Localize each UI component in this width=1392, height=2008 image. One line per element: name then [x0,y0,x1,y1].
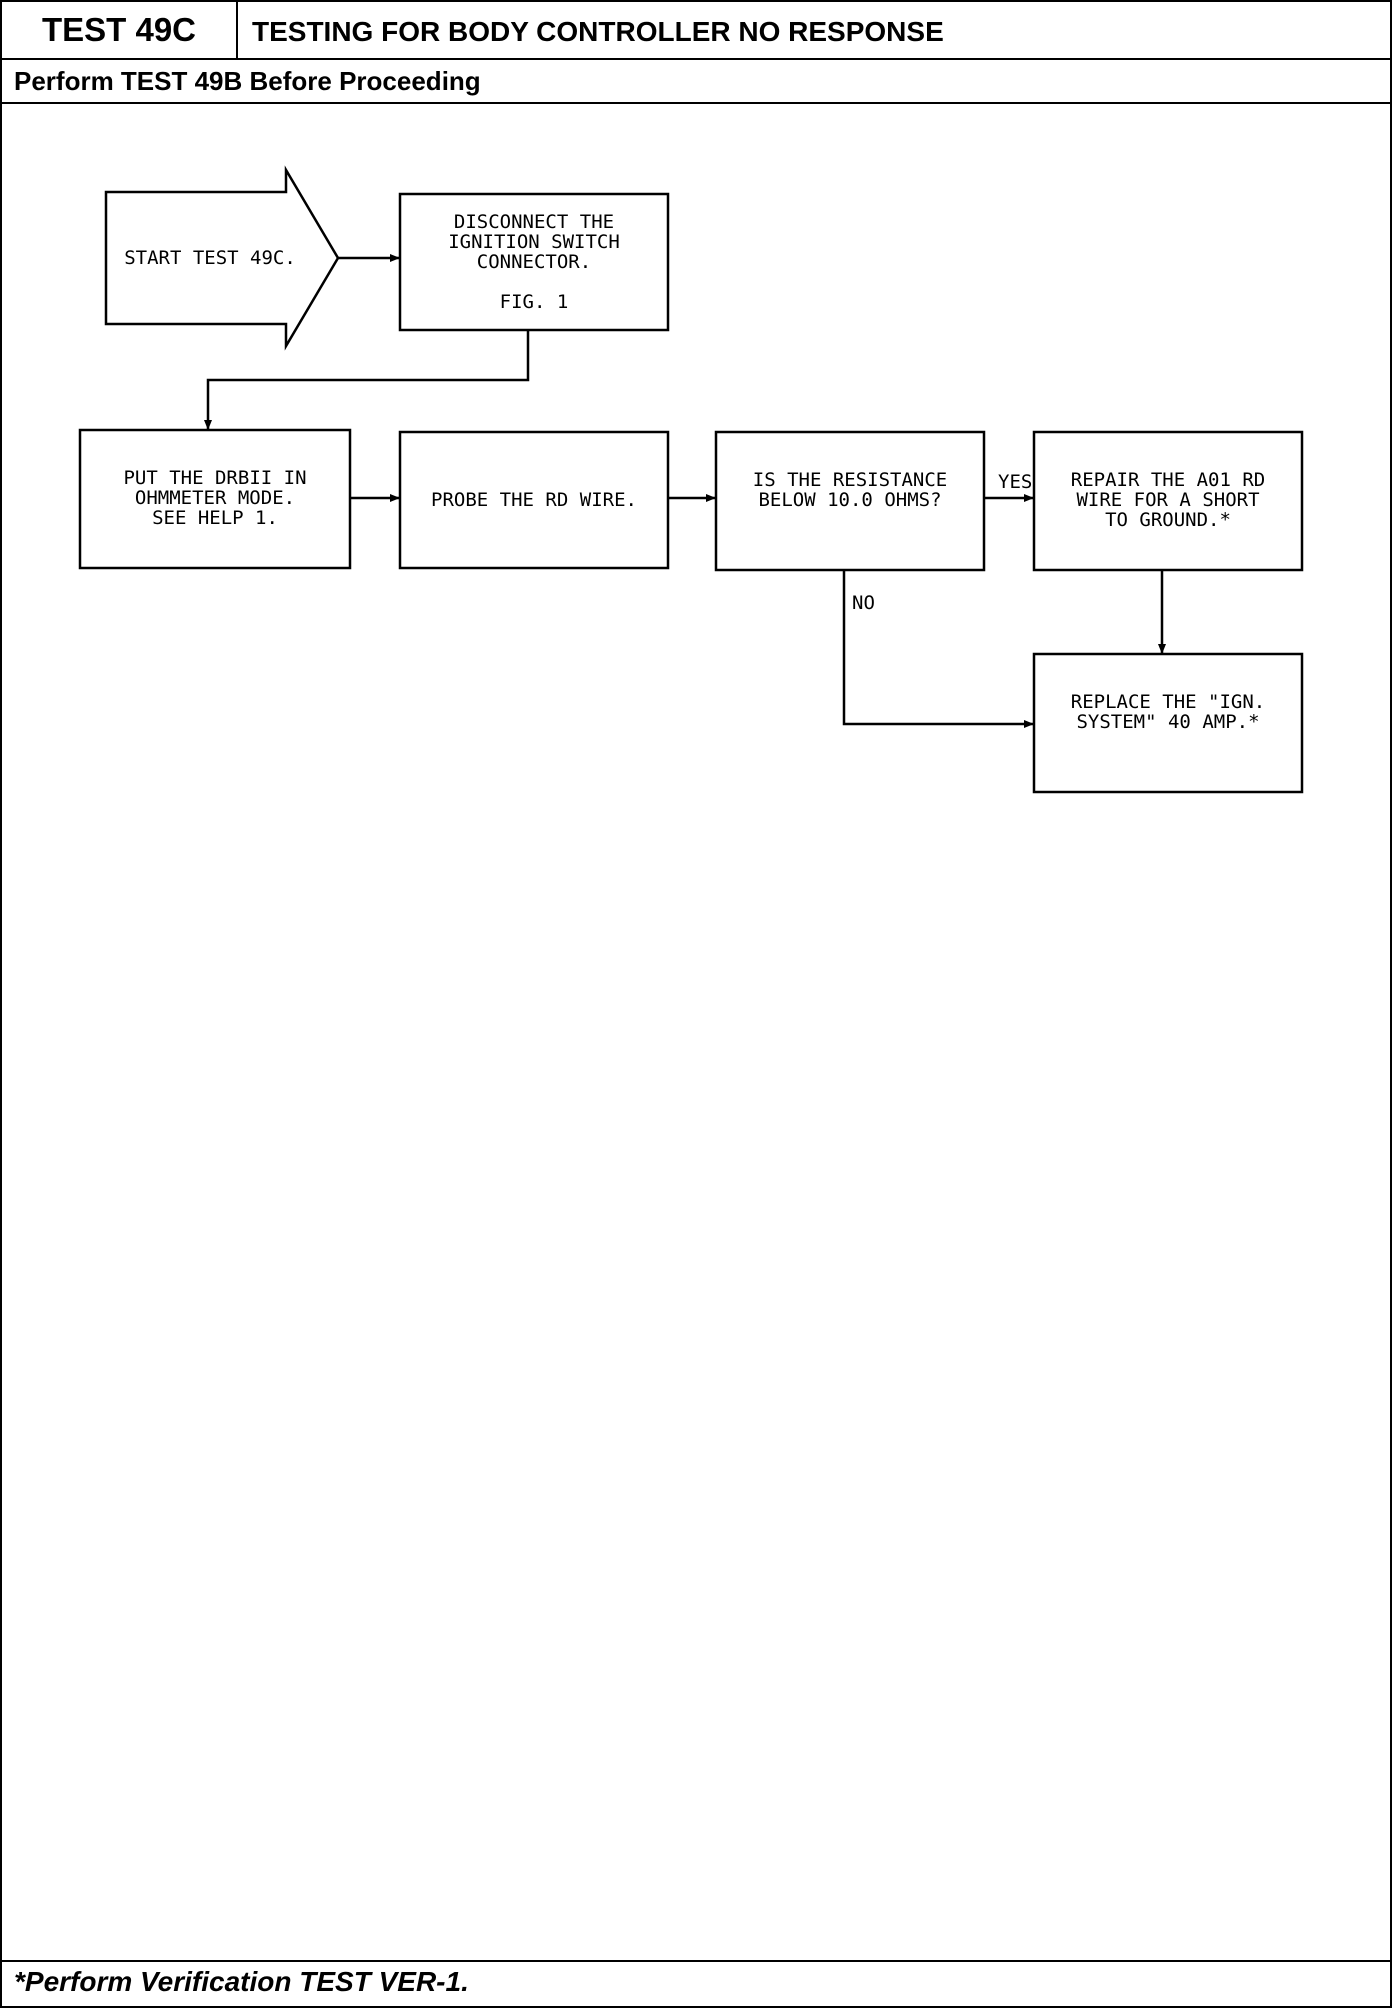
step-probe-text: PROBE THE RD WIRE. [431,489,637,511]
step-repair-box [1032,430,1304,572]
step_yes-line: TO GROUND.* [1105,509,1231,531]
step-probe-box [398,430,670,570]
step_yes-line: REPAIR THE A01 RD [1071,469,1265,491]
step2-line: OHMMETER MODE. [135,487,295,509]
step1-line: DISCONNECT THE [454,211,614,233]
step1-line: CONNECTOR. [477,251,591,273]
start-arrow-shape [104,165,340,351]
step2-line: SEE HELP 1. [152,507,278,529]
header-divider [236,58,1390,60]
prerequisite-note: Perform TEST 49B Before Proceeding [14,66,481,96]
start-label: START TEST 49C. [124,247,296,269]
start-line: START TEST 49C. [124,247,296,269]
step_no-line: REPLACE THE "IGN. [1071,691,1265,713]
step_no-line: SYSTEM" 40 AMP.* [1076,711,1259,733]
step-disconnect-box [398,192,670,332]
yes-branch-label: YES [998,471,1032,493]
test-id-box: TEST 49C [2,2,238,60]
step-ohmmeter-box [78,428,352,570]
step1-line: FIG. 1 [500,291,569,313]
step1-line: IGNITION SWITCH [448,231,620,253]
connector-decision-no [842,570,1034,728]
no-branch-label: NO [852,592,875,614]
step1-line [528,271,539,293]
verification-note: *Perform Verification TEST VER-1. [14,1966,469,1997]
footer-rule [2,1960,1390,1962]
decision-resistance-box [714,430,986,572]
step3-line: PROBE THE RD WIRE. [431,489,637,511]
connector-step1-to-step2 [204,330,530,430]
step-replace-box [1032,652,1304,794]
decision-line: BELOW 10.0 OHMS? [758,489,941,511]
test-title: TESTING FOR BODY CONTROLLER NO RESPONSE [252,16,944,47]
step-replace-text: REPLACE THE "IGN.SYSTEM" 40 AMP.* [1071,691,1265,733]
decision-line: IS THE RESISTANCE [753,469,947,491]
step2-line: PUT THE DRBII IN [123,467,306,489]
step_yes-line: WIRE FOR A SHORT [1076,489,1259,511]
header-bottom-rule [2,102,1390,104]
